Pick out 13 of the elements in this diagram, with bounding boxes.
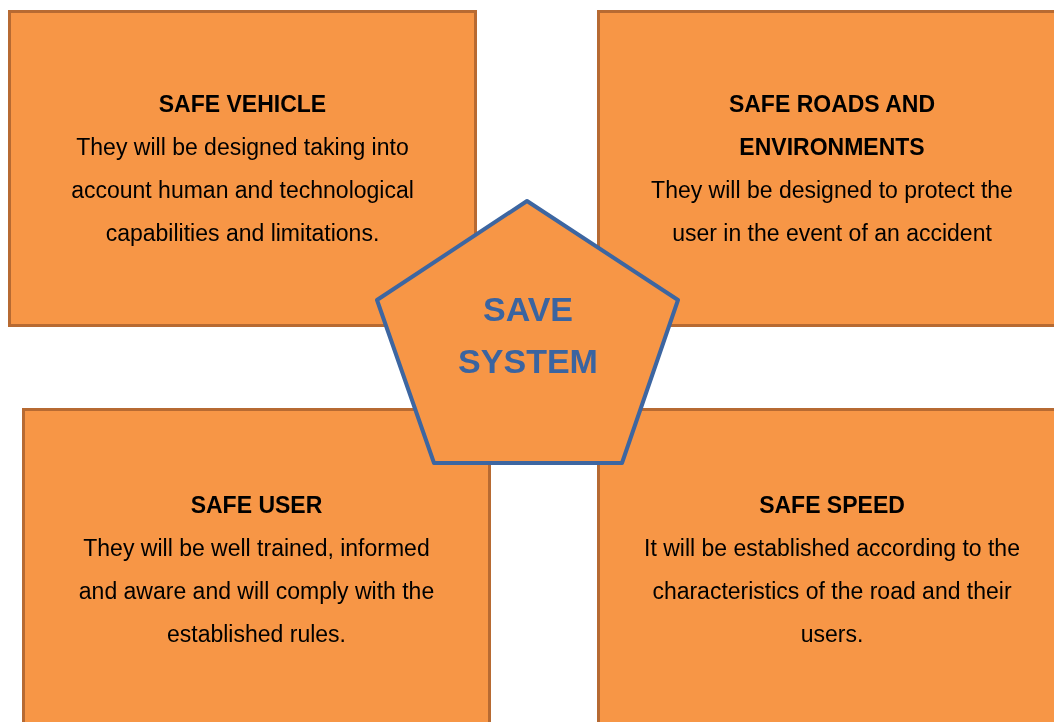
box-description: They will be designed to protect the user in the event of an accident bbox=[650, 175, 1014, 248]
info-box bbox=[8, 10, 477, 327]
info-box bbox=[597, 408, 1054, 722]
box-description: They will be well trained, informed and aware and will comply with the established rules. bbox=[77, 534, 436, 649]
box-heading: SAFE SPEED bbox=[759, 491, 905, 520]
box-heading: SAFE USER bbox=[190, 491, 323, 520]
center-title: SAVE SYSTEM bbox=[457, 289, 599, 382]
box-heading: SAFE ROADS AND ENVIRONMENTS bbox=[727, 89, 937, 162]
box-description: They will be designed taking into account human and technological capabilities and limitations. bbox=[70, 132, 415, 248]
box-description: It will be established according to the characteristics of the road and their users. bbox=[643, 534, 1021, 649]
box-heading: SAFE VEHICLE bbox=[158, 89, 327, 119]
info-box bbox=[597, 10, 1054, 327]
info-box bbox=[22, 408, 491, 722]
